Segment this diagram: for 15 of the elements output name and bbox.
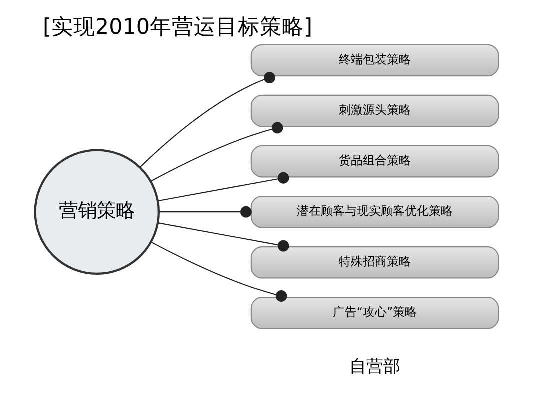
diagram-title: [实现2010年营运目标策略] [42,15,312,40]
node-box: 终端包装策略 [250,44,499,77]
node-box: 潜在顾客与现实顾客优化策略 [250,196,499,228]
connector [150,242,287,302]
connector [150,122,283,182]
node-circle: 营销策略 [34,149,160,275]
connector [158,206,252,218]
node-box: 广告“攻心”策略 [250,297,499,330]
label: 自营部 [349,357,400,378]
node-box: 刺激源头策略 [250,94,499,128]
connector [157,222,289,252]
node-box: 货品组合策略 [250,145,499,178]
connector [157,172,289,202]
node-box: 特殊招商策略 [250,246,499,279]
connector [139,72,275,168]
